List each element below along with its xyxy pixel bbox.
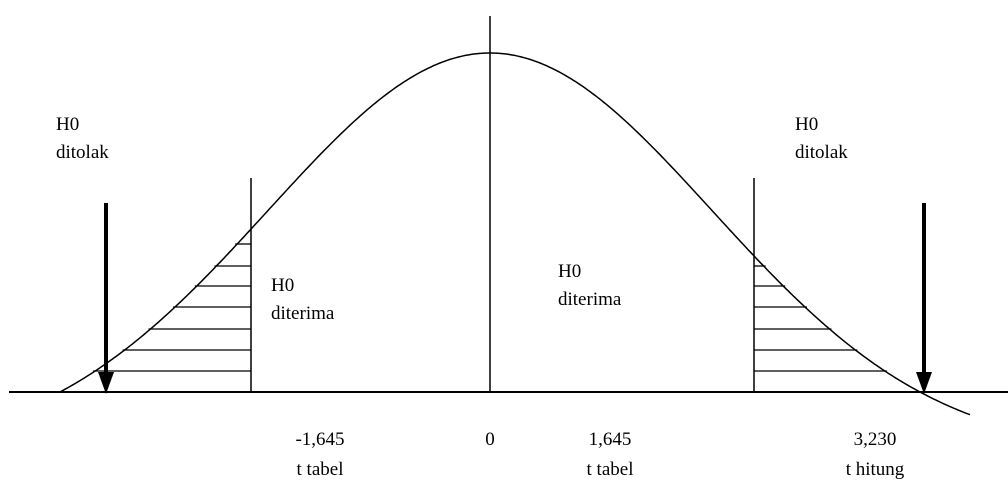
computed-value: 3,230	[854, 429, 897, 450]
right-accept-label-h0: H0	[558, 261, 581, 282]
left-rejection-hatching	[93, 243, 251, 372]
right-reject-label-h0: H0	[795, 114, 818, 135]
right-down-arrow	[916, 203, 932, 394]
neg-critical-caption: t tabel	[297, 459, 344, 480]
pos-critical-caption: t tabel	[587, 459, 634, 480]
left-accept-label-text: diterima	[271, 303, 335, 324]
pos-critical-value: 1,645	[589, 429, 632, 450]
left-accept-label-h0: H0	[271, 275, 294, 296]
right-rejection-hatching	[754, 265, 887, 372]
computed-caption: t hitung	[846, 459, 905, 480]
left-down-arrow	[98, 203, 114, 394]
right-accept-label-text: diterima	[558, 289, 622, 310]
center-value: 0	[485, 429, 495, 450]
neg-critical-value: -1,645	[295, 429, 344, 450]
right-reject-label-text: ditolak	[795, 142, 848, 163]
left-reject-label-text: ditolak	[56, 142, 109, 163]
left-reject-label-h0: H0	[56, 114, 79, 135]
bell-curve	[59, 52, 971, 416]
